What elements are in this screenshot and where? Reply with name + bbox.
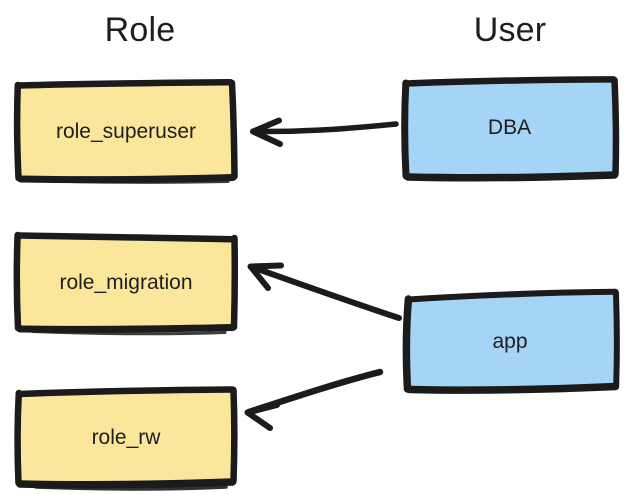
node-fill <box>17 82 234 180</box>
node-fill <box>407 80 615 177</box>
node-user-dba[interactable]: DBA <box>401 76 620 182</box>
node-border-top <box>14 78 234 89</box>
node-fill <box>19 390 233 484</box>
node-label: role_rw <box>91 426 161 449</box>
node-border-bottom <box>16 478 237 489</box>
node-fill <box>409 292 616 390</box>
node-border-bottom-sketch <box>31 330 227 336</box>
node-border-top <box>403 76 617 87</box>
node-border-top <box>405 288 619 303</box>
node-border-bottom <box>404 171 619 182</box>
edge-line <box>249 264 402 321</box>
column-title-user: User <box>473 11 547 49</box>
edge-dba-to-role-superuser[interactable] <box>250 117 399 147</box>
node-border-right <box>228 79 238 180</box>
node-label: app <box>492 330 528 353</box>
node-border-right <box>613 290 620 388</box>
edge-arrowhead <box>250 117 283 147</box>
node-border-right <box>230 386 238 485</box>
node-border-bottom <box>405 382 620 394</box>
node-fill <box>18 236 233 329</box>
node-label: DBA <box>487 116 532 139</box>
node-label: role_migration <box>59 271 193 294</box>
node-border-left <box>402 295 413 393</box>
node-border-left <box>14 389 23 487</box>
edge-arrowhead <box>247 262 284 291</box>
node-border-top <box>16 386 236 398</box>
node-role-superuser[interactable]: role_superuser <box>13 78 238 184</box>
node-border-right <box>230 234 239 331</box>
node-label: role_superuser <box>55 120 197 143</box>
node-role-rw[interactable]: role_rw <box>14 385 238 491</box>
node-border-left <box>401 79 410 180</box>
node-border-left <box>13 81 22 182</box>
node-user-app[interactable]: app <box>402 288 620 394</box>
node-role-migration[interactable]: role_migration <box>13 230 239 336</box>
node-border-bottom <box>16 324 237 333</box>
node-border-bottom-sketch <box>34 485 228 491</box>
node-border-bottom <box>17 174 237 184</box>
node-border-right <box>611 76 620 178</box>
edge-app-to-role-migration[interactable] <box>247 262 402 321</box>
node-border-left <box>13 231 22 332</box>
edge-line <box>251 121 399 135</box>
column-title-role: Role <box>104 11 176 49</box>
node-border-bottom-sketch <box>30 179 230 184</box>
edge-arrowhead <box>244 402 280 431</box>
edge-app-to-role-rw[interactable] <box>244 368 384 431</box>
node-border-top <box>14 232 238 243</box>
